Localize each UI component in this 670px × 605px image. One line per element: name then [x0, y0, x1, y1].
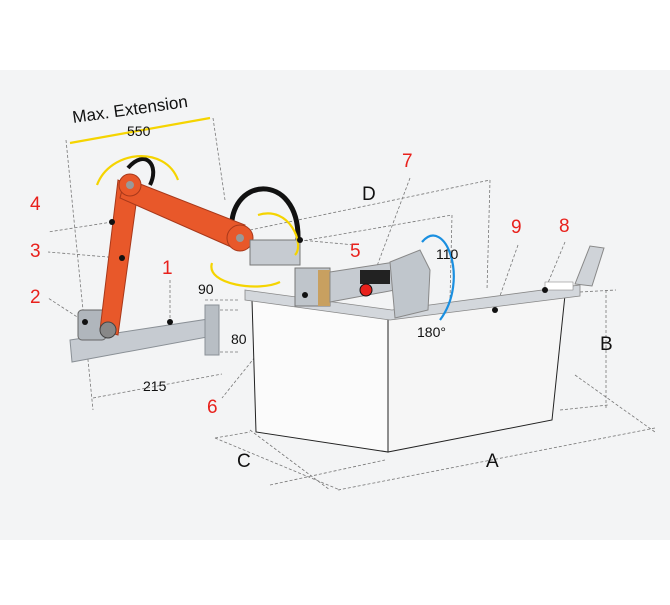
rotation-arrow-head [257, 212, 300, 256]
dim-90: 90 [198, 281, 214, 297]
motion-arrows [69, 116, 455, 321]
dim-c: C [237, 451, 251, 472]
callout-9: 9 [511, 217, 522, 238]
collection-bin [244, 245, 605, 453]
rotation-arrow-wrist [210, 262, 281, 288]
dim-a: A [486, 451, 499, 472]
rotation-arrow-180 [421, 234, 455, 321]
dim-180: 180° [417, 324, 446, 340]
dim-215: 215 [143, 378, 167, 394]
dim-80: 80 [231, 331, 247, 347]
extension-arrow [69, 116, 211, 145]
dim-110: 110 [436, 246, 459, 262]
callout-6: 6 [207, 397, 218, 418]
callout-1: 1 [162, 258, 173, 279]
callout-8: 8 [559, 216, 570, 237]
callout-7: 7 [402, 151, 413, 172]
articulated-arm [99, 157, 431, 339]
dim-b: B [600, 334, 613, 355]
callout-2: 2 [30, 287, 41, 308]
callout-dots [82, 219, 548, 325]
callout-3: 3 [30, 241, 41, 262]
dim-550: 550 [127, 123, 151, 139]
rotation-arrow-top [95, 155, 180, 186]
callout-4: 4 [30, 194, 41, 215]
wall-bracket [69, 304, 220, 363]
dim-d: D [362, 184, 376, 205]
callout-5: 5 [350, 241, 361, 262]
